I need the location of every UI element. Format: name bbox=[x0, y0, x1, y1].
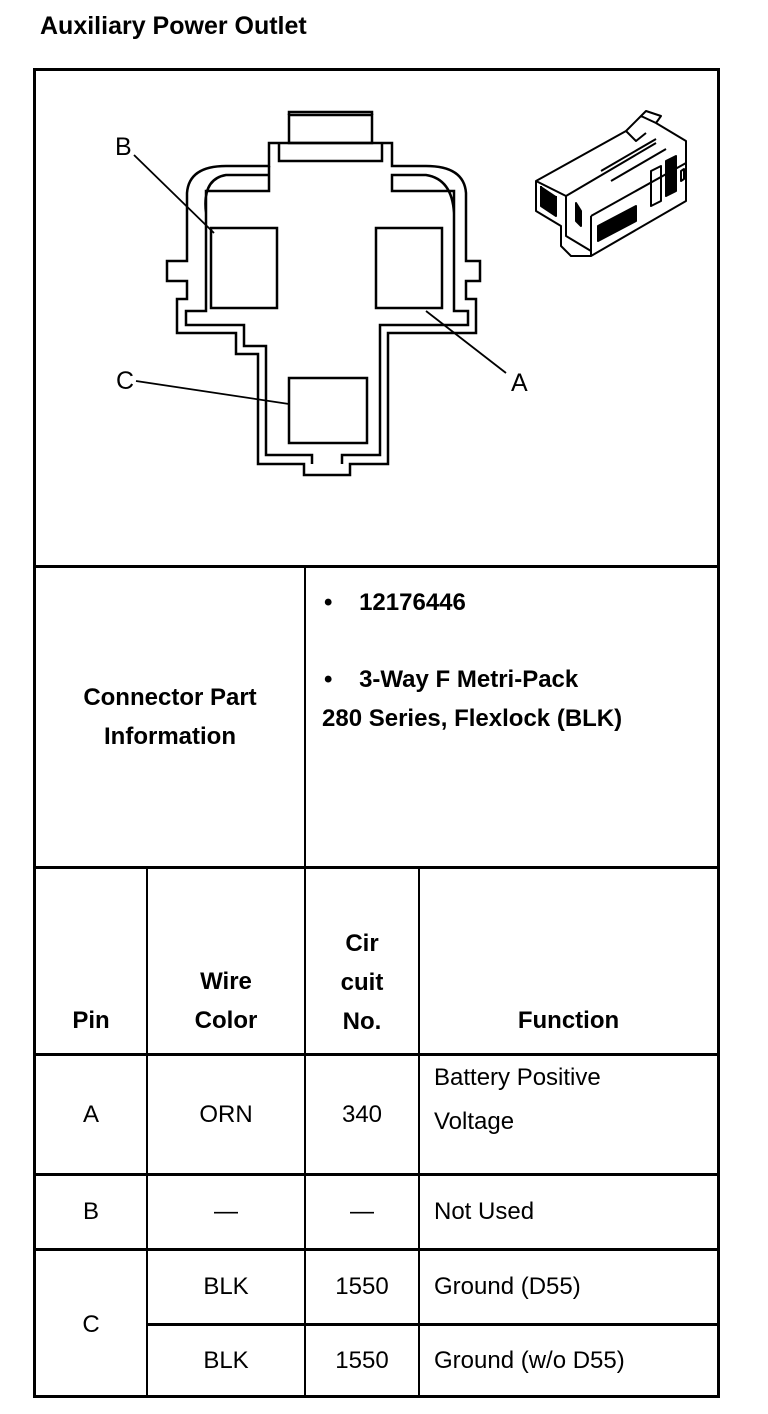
divider bbox=[36, 565, 717, 568]
divider bbox=[36, 1053, 717, 1056]
divider bbox=[36, 1173, 717, 1176]
connector-info-label: Connector Part Information bbox=[36, 568, 304, 866]
row-c1-circuit: 1550 bbox=[335, 1273, 389, 1300]
pin-c-label: C bbox=[116, 367, 134, 395]
row-c2-circuit: 1550 bbox=[335, 1347, 389, 1374]
pin-b-label: B bbox=[115, 133, 132, 161]
header-circuit-no: Cir cuit No. bbox=[306, 923, 418, 1041]
header-pin: Pin bbox=[72, 1007, 110, 1034]
row-b-circuit: — bbox=[350, 1198, 374, 1225]
row-a-function: Battery Positive Voltage bbox=[434, 1056, 714, 1173]
header-function: Function bbox=[517, 1007, 620, 1034]
connector-info-label-line2: Information bbox=[104, 723, 236, 750]
row-c-pin: C bbox=[82, 1310, 100, 1338]
header-circuit-line3: No. bbox=[342, 1007, 382, 1035]
row-a-wire-color: ORN bbox=[199, 1100, 253, 1128]
divider bbox=[146, 1323, 717, 1326]
divider bbox=[304, 869, 306, 1395]
row-b-pin: B bbox=[82, 1198, 99, 1225]
row-a-function-line1: Battery Positive bbox=[434, 1064, 601, 1091]
row-a-circuit: 340 bbox=[341, 1100, 383, 1128]
part-description-item: • 3-Way F Metri-Pack bbox=[324, 666, 579, 693]
connector-sheet: B A C Connector Part Information bbox=[33, 68, 720, 1398]
part-description-line1: 3-Way F Metri-Pack bbox=[359, 666, 579, 693]
row-a-pin: A bbox=[82, 1100, 99, 1128]
divider bbox=[146, 869, 148, 1395]
divider bbox=[304, 565, 306, 866]
connector-3d-illustration bbox=[535, 110, 687, 257]
divider bbox=[36, 866, 717, 869]
header-wire-color: Wire Color bbox=[148, 961, 304, 1041]
row-c2-wire-color: BLK bbox=[203, 1347, 249, 1374]
header-wire-color-line2: Color bbox=[194, 1007, 258, 1034]
header-circuit-line2: cuit bbox=[340, 968, 384, 996]
part-description-line2: 280 Series, Flexlock (BLK) bbox=[322, 705, 623, 732]
divider bbox=[36, 1248, 717, 1251]
connector-face-diagram: B A C bbox=[115, 110, 687, 477]
divider bbox=[418, 869, 420, 1395]
row-b-function: Not Used bbox=[434, 1198, 535, 1225]
connector-info-label-line1: Connector Part bbox=[83, 684, 257, 711]
part-number-item: • 12176446 bbox=[324, 589, 466, 616]
header-circuit-line1: Cir bbox=[345, 929, 379, 957]
row-b-wire-color: — bbox=[214, 1198, 238, 1225]
page-title: Auxiliary Power Outlet bbox=[40, 12, 307, 40]
row-c2-function: Ground (w/o D55) bbox=[434, 1347, 625, 1374]
row-c1-function: Ground (D55) bbox=[434, 1273, 581, 1300]
part-number: 12176446 bbox=[359, 589, 466, 616]
header-wire-color-line1: Wire bbox=[200, 968, 252, 995]
pin-a-label: A bbox=[511, 369, 528, 397]
row-c1-wire-color: BLK bbox=[203, 1273, 249, 1300]
row-a-function-line2: Voltage bbox=[434, 1108, 515, 1135]
